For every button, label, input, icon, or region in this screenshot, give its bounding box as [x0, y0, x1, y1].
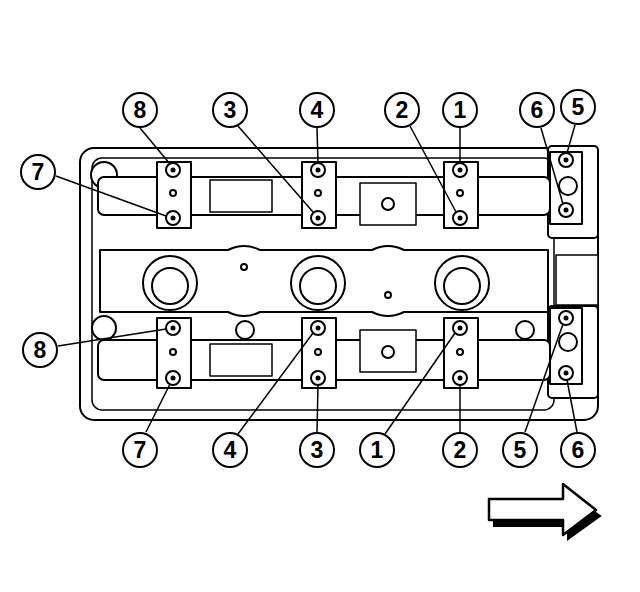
callout-number: 6 [519, 92, 555, 128]
callout-number: 1 [359, 432, 395, 468]
callout-number: 5 [560, 89, 596, 125]
callout-number: 4 [299, 92, 335, 128]
callout-number: 8 [22, 332, 58, 368]
callout-number: 6 [560, 432, 596, 468]
callout-number: 2 [442, 432, 478, 468]
leader-lines [56, 125, 577, 434]
callout-number: 2 [384, 92, 420, 128]
callout-number: 1 [442, 92, 478, 128]
callout-number: 7 [122, 432, 158, 468]
callout-number: 4 [212, 432, 248, 468]
callout-number: 5 [502, 432, 538, 468]
callout-number: 7 [20, 154, 56, 190]
callout-number: 3 [212, 92, 248, 128]
callout-number: 8 [122, 92, 158, 128]
callout-number: 3 [299, 432, 335, 468]
